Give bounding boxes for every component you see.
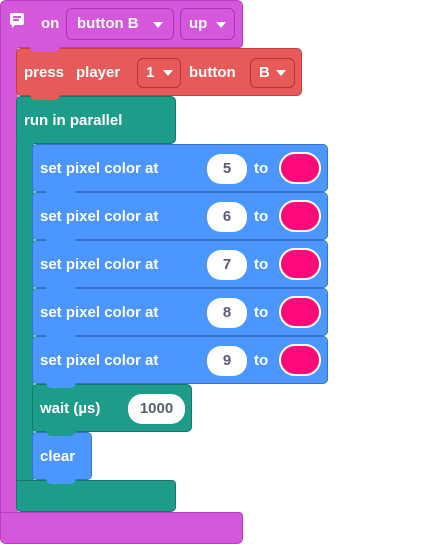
pixel-index-input[interactable]: 9	[207, 346, 247, 376]
event-on-label: on	[41, 15, 60, 32]
dropdown-arrow-icon	[153, 22, 163, 28]
dropdown-arrow-icon	[216, 22, 226, 28]
player-number-value: 1	[146, 64, 155, 81]
pixel-index-input[interactable]: 5	[207, 154, 247, 184]
set-pixel-color-block[interactable]: set pixel color at 6 to	[32, 192, 328, 240]
player-label: player	[76, 64, 121, 81]
dropdown-arrow-icon	[163, 70, 173, 76]
set-pixel-color-block[interactable]: set pixel color at 9 to	[32, 336, 328, 384]
clear-label: clear	[40, 448, 76, 465]
run-in-parallel-bottom	[16, 480, 176, 512]
set-pixel-color-label: set pixel color at	[40, 304, 159, 321]
block-notch	[46, 428, 76, 436]
player-button-value: B	[259, 64, 270, 81]
set-pixel-color-label: set pixel color at	[40, 352, 159, 369]
block-notch	[46, 284, 76, 292]
set-pixel-color-block[interactable]: set pixel color at 7 to	[32, 240, 328, 288]
wait-microseconds-block[interactable]: wait (µs) 1000	[32, 384, 192, 432]
press-label: press	[24, 64, 65, 81]
pixel-index-input[interactable]: 8	[207, 298, 247, 328]
clear-block[interactable]: clear	[32, 432, 92, 480]
to-label: to	[254, 304, 269, 321]
to-label: to	[254, 352, 269, 369]
pixel-color-swatch[interactable]	[279, 344, 321, 376]
pixel-index-input[interactable]: 6	[207, 202, 247, 232]
block-notch	[30, 92, 60, 100]
dropdown-arrow-icon	[276, 70, 286, 76]
event-state-dropdown[interactable]: up	[180, 8, 235, 40]
block-notch	[46, 188, 76, 196]
player-button-dropdown[interactable]: B	[250, 58, 295, 88]
block-notch	[46, 476, 76, 484]
set-pixel-color-block[interactable]: set pixel color at 5 to	[32, 144, 328, 192]
button-label: button	[189, 64, 236, 81]
pixel-color-swatch[interactable]	[279, 248, 321, 280]
pixel-color-swatch[interactable]	[279, 296, 321, 328]
wait-label: wait (µs)	[40, 400, 101, 417]
block-notch	[46, 236, 76, 244]
event-button-dropdown[interactable]: button B	[66, 8, 174, 40]
set-pixel-color-label: set pixel color at	[40, 256, 159, 273]
set-pixel-color-block[interactable]: set pixel color at 8 to	[32, 288, 328, 336]
pixel-color-swatch[interactable]	[279, 152, 321, 184]
block-notch	[46, 332, 76, 340]
player-number-dropdown[interactable]: 1	[137, 58, 181, 88]
run-in-parallel-block[interactable]: run in parallel	[16, 96, 176, 144]
press-player-button-block[interactable]: press player 1 button B	[16, 48, 302, 96]
event-button-value: button B	[77, 15, 139, 32]
event-block-bottom	[0, 512, 243, 544]
block-notch	[30, 44, 60, 52]
to-label: to	[254, 160, 269, 177]
set-pixel-color-label: set pixel color at	[40, 208, 159, 225]
comment-icon[interactable]	[10, 13, 24, 28]
wait-duration-input[interactable]: 1000	[128, 394, 185, 424]
run-in-parallel-label: run in parallel	[24, 112, 123, 129]
set-pixel-color-label: set pixel color at	[40, 160, 159, 177]
block-notch	[46, 380, 76, 388]
to-label: to	[254, 256, 269, 273]
pixel-index-input[interactable]: 7	[207, 250, 247, 280]
event-state-value: up	[189, 15, 208, 32]
pixel-color-swatch[interactable]	[279, 200, 321, 232]
to-label: to	[254, 208, 269, 225]
